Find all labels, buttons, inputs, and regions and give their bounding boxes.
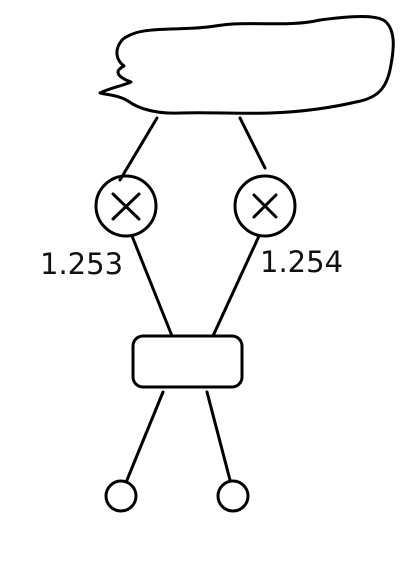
network-cloud [98,15,395,115]
right-host-node [216,479,250,513]
left-link-label: 1.253 [40,247,123,281]
link-switch-left-host [125,390,165,482]
link-cloud-left-router [118,116,159,182]
left-router-node [94,174,158,238]
link-switch-right-host [205,390,232,482]
link-cloud-right-router [238,116,267,170]
left-host-node [104,479,138,513]
right-router-node [233,174,297,238]
link-right-router-switch [211,234,261,338]
right-link-label: 1.254 [260,245,343,279]
switch-box [131,334,244,389]
link-left-router-switch [130,234,174,338]
